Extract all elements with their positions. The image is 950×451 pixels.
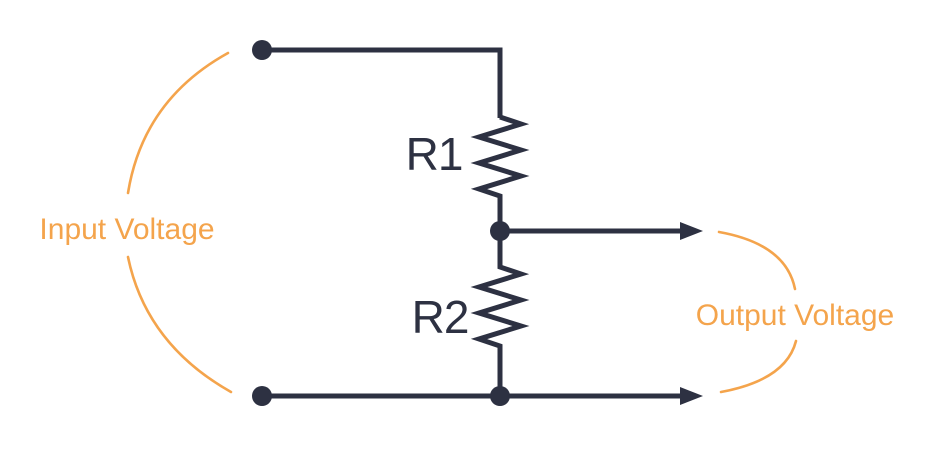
- resistor-r1-symbol: [470, 114, 530, 231]
- input-voltage-label: Input Voltage: [39, 213, 215, 246]
- output-voltage-brace-top: [717, 230, 797, 291]
- resistor-r2-label: R2: [411, 291, 470, 343]
- mid-node-dot: [490, 221, 510, 241]
- input-voltage-brace-top: [126, 51, 230, 195]
- output-top-arrow-icon: [680, 222, 703, 240]
- resistor-r1-label: R1: [405, 128, 464, 180]
- bottom-node-dot: [490, 386, 510, 406]
- output-bottom-arrow-icon: [680, 387, 703, 405]
- output-voltage-label: Output Voltage: [695, 299, 895, 332]
- input-voltage-brace-bottom: [126, 255, 233, 394]
- top-rail-wire: [262, 47, 503, 118]
- resistor-r2-symbol: [470, 231, 530, 396]
- input-terminal-bottom-dot: [252, 386, 272, 406]
- input-terminal-top-dot: [252, 40, 272, 60]
- output-voltage-brace-bottom: [719, 339, 798, 394]
